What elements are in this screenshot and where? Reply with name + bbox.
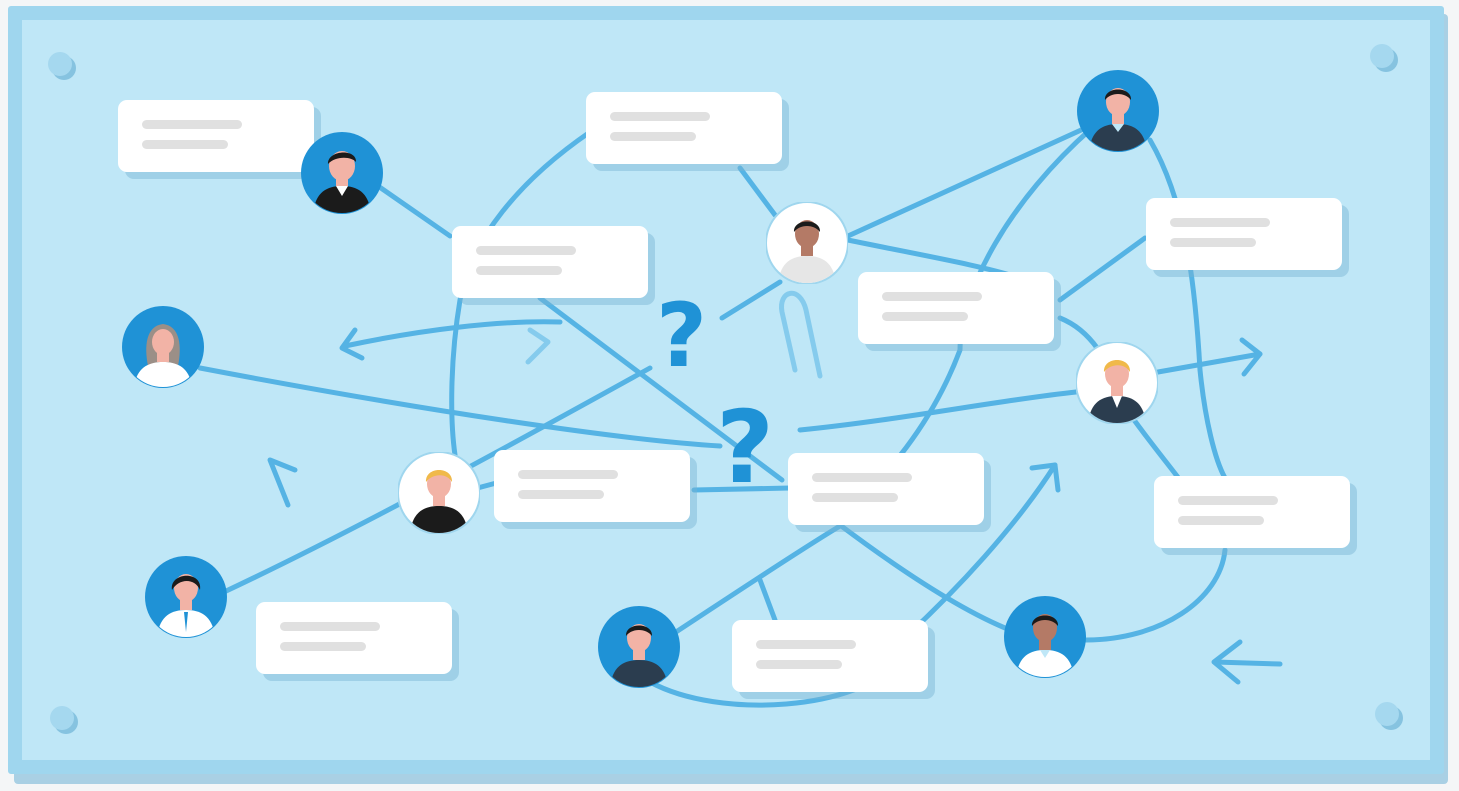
note-card <box>586 92 782 164</box>
connector <box>1239 337 1263 377</box>
question-mark-icon: ? <box>716 389 775 506</box>
connector <box>845 123 1093 239</box>
placeholder-bar <box>756 640 856 649</box>
connector <box>757 577 778 623</box>
pin-icon <box>1370 44 1394 68</box>
connector <box>797 389 1079 433</box>
placeholder-bar <box>142 120 242 129</box>
person-avatar-icon <box>1077 70 1159 152</box>
pin-icon <box>48 52 72 76</box>
connector <box>375 183 453 239</box>
connector <box>1029 462 1061 493</box>
placeholder-bar <box>756 660 842 669</box>
placeholder-bar <box>476 266 562 275</box>
note-card <box>732 620 928 692</box>
connector <box>1147 137 1228 481</box>
note-card <box>118 100 314 172</box>
connector <box>673 523 843 635</box>
placeholder-bar <box>1170 238 1256 247</box>
connector <box>449 129 593 458</box>
connector <box>691 485 793 493</box>
placeholder-bar <box>518 470 618 479</box>
placeholder-bar <box>610 112 710 121</box>
person-avatar-icon <box>145 556 227 638</box>
placeholder-bar <box>882 292 982 301</box>
placeholder-bar <box>280 642 366 651</box>
placeholder-bar <box>280 622 380 631</box>
connector <box>1083 547 1228 643</box>
person-avatar-icon <box>598 606 680 688</box>
person-avatar-icon <box>398 452 480 534</box>
connector <box>737 165 778 218</box>
connector <box>837 522 1013 633</box>
placeholder-bar <box>518 490 604 499</box>
connector <box>267 457 298 508</box>
note-card <box>452 226 648 298</box>
placeholder-bar <box>812 493 898 502</box>
connector <box>1155 351 1263 375</box>
pin-icon <box>1375 702 1399 726</box>
connector <box>1211 639 1243 685</box>
connector <box>525 327 551 365</box>
placeholder-bar <box>882 312 968 321</box>
placeholder-bar <box>142 140 228 149</box>
placeholder-bar <box>812 473 912 482</box>
placeholder-bar <box>610 132 696 141</box>
connector <box>342 319 563 349</box>
placeholder-bar <box>476 246 576 255</box>
person-avatar-icon <box>301 132 383 214</box>
note-card <box>858 272 1054 344</box>
connector <box>1057 235 1148 303</box>
connector <box>1212 659 1283 667</box>
placeholder-bar <box>1170 218 1270 227</box>
person-avatar-icon <box>122 306 204 388</box>
pin-icon <box>50 706 74 730</box>
note-card <box>1154 476 1350 548</box>
person-avatar-icon <box>1076 342 1158 424</box>
note-card <box>1146 198 1342 270</box>
note-card <box>788 453 984 525</box>
question-mark-icon: ? <box>656 284 708 387</box>
note-card <box>494 450 690 522</box>
person-avatar-icon <box>1004 596 1086 678</box>
person-avatar-icon <box>766 202 848 284</box>
connector <box>779 290 823 379</box>
note-card <box>256 602 452 674</box>
connector <box>719 279 783 321</box>
connector <box>197 365 723 449</box>
placeholder-bar <box>1178 496 1278 505</box>
connector <box>339 327 365 361</box>
connector <box>537 295 785 483</box>
placeholder-bar <box>1178 516 1264 525</box>
